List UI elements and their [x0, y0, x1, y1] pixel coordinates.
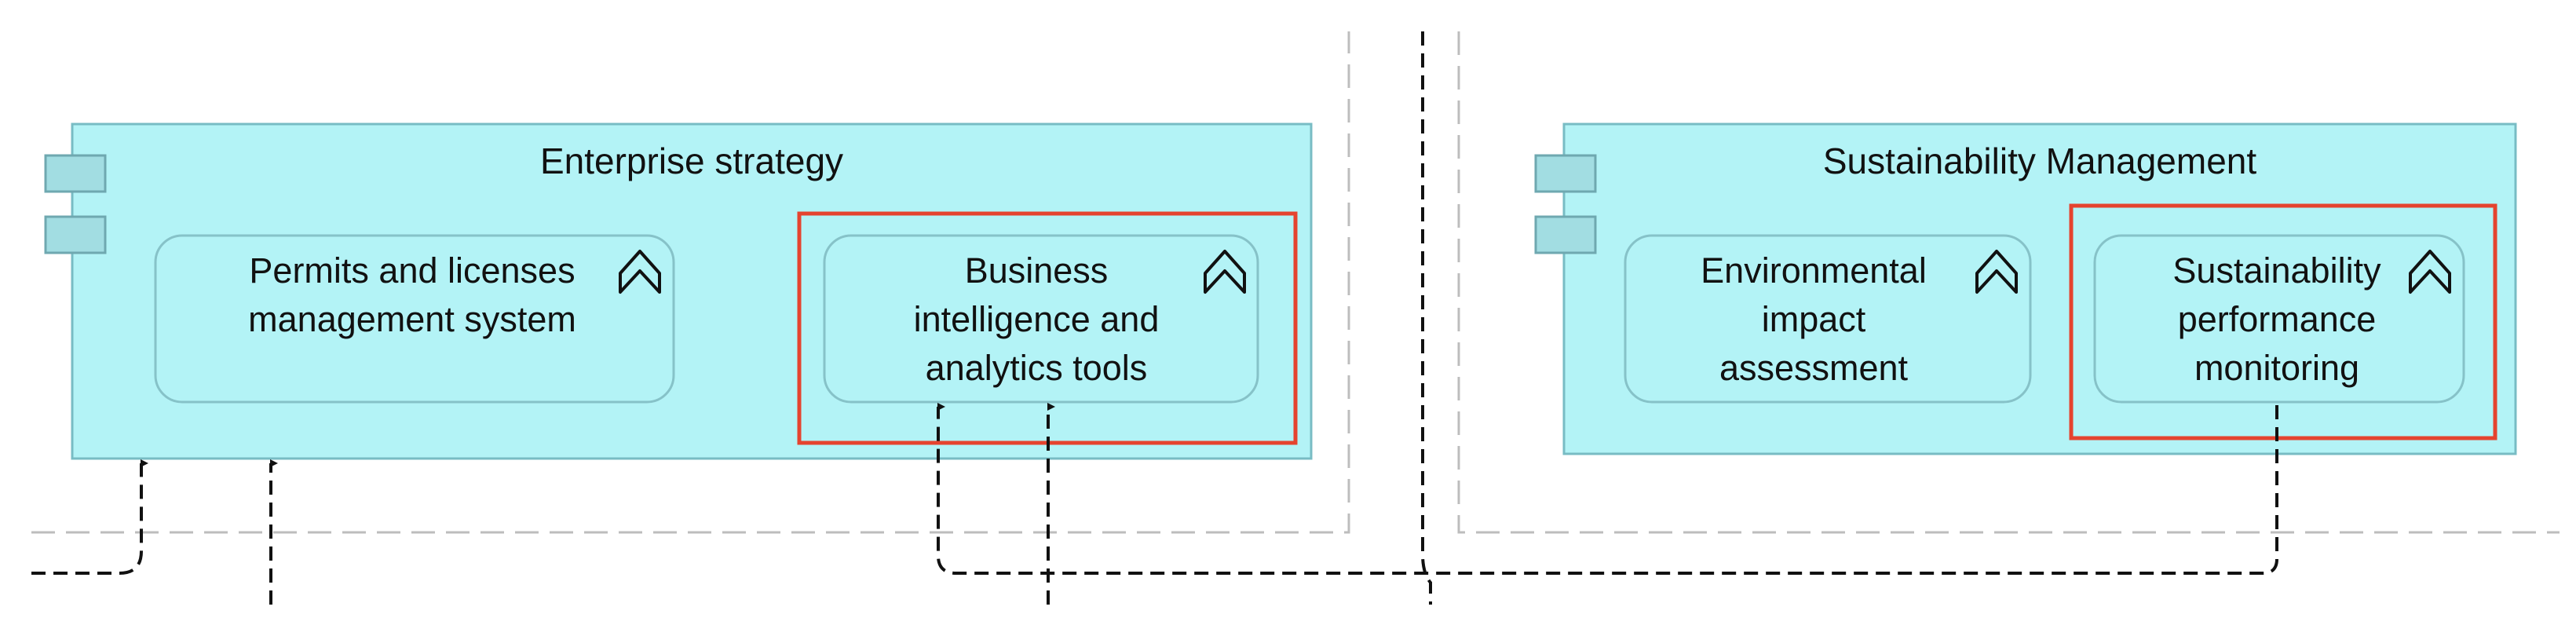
capability-label-permits: Permits and licenses management system: [248, 250, 576, 339]
component-icon: [44, 154, 107, 254]
right-boundary: [1457, 31, 2560, 534]
capability-permits[interactable]: [154, 234, 675, 404]
capability-chevron-icon: [2409, 250, 2451, 294]
component-icon: [1534, 154, 1597, 254]
capability-chevron-icon: [1975, 250, 2018, 294]
boundary-lines: [31, 31, 2560, 534]
capability-chevron-icon: [619, 250, 661, 294]
connector-to-enterprise-left[interactable]: [31, 459, 148, 575]
capability-business-intelligence[interactable]: [823, 234, 1259, 404]
vertical-divider-connector: [1421, 31, 1432, 605]
connector-performance-to-bi-tools[interactable]: [937, 403, 2278, 575]
highlight-box: [2069, 203, 2497, 440]
component-sustainability-management[interactable]: [1534, 122, 2517, 455]
connectors: [31, 31, 2278, 605]
capability-performance[interactable]: [2093, 234, 2465, 404]
capability-label-performance: Sustainability performance monitoring: [2172, 250, 2381, 388]
capability-environmental[interactable]: [1624, 234, 2032, 404]
capability-chevron-icon: [1204, 250, 1246, 294]
component-title-enterprise-strategy: Enterprise strategy: [539, 141, 844, 181]
capability-label-environmental: Environmental impact assessment: [1701, 250, 1927, 388]
capability-label-business-intelligence: Business intelligence and analytics tool…: [913, 250, 1160, 388]
component-title-sustainability-management: Sustainability Management: [1822, 141, 2257, 181]
left-boundary: [31, 31, 1350, 534]
